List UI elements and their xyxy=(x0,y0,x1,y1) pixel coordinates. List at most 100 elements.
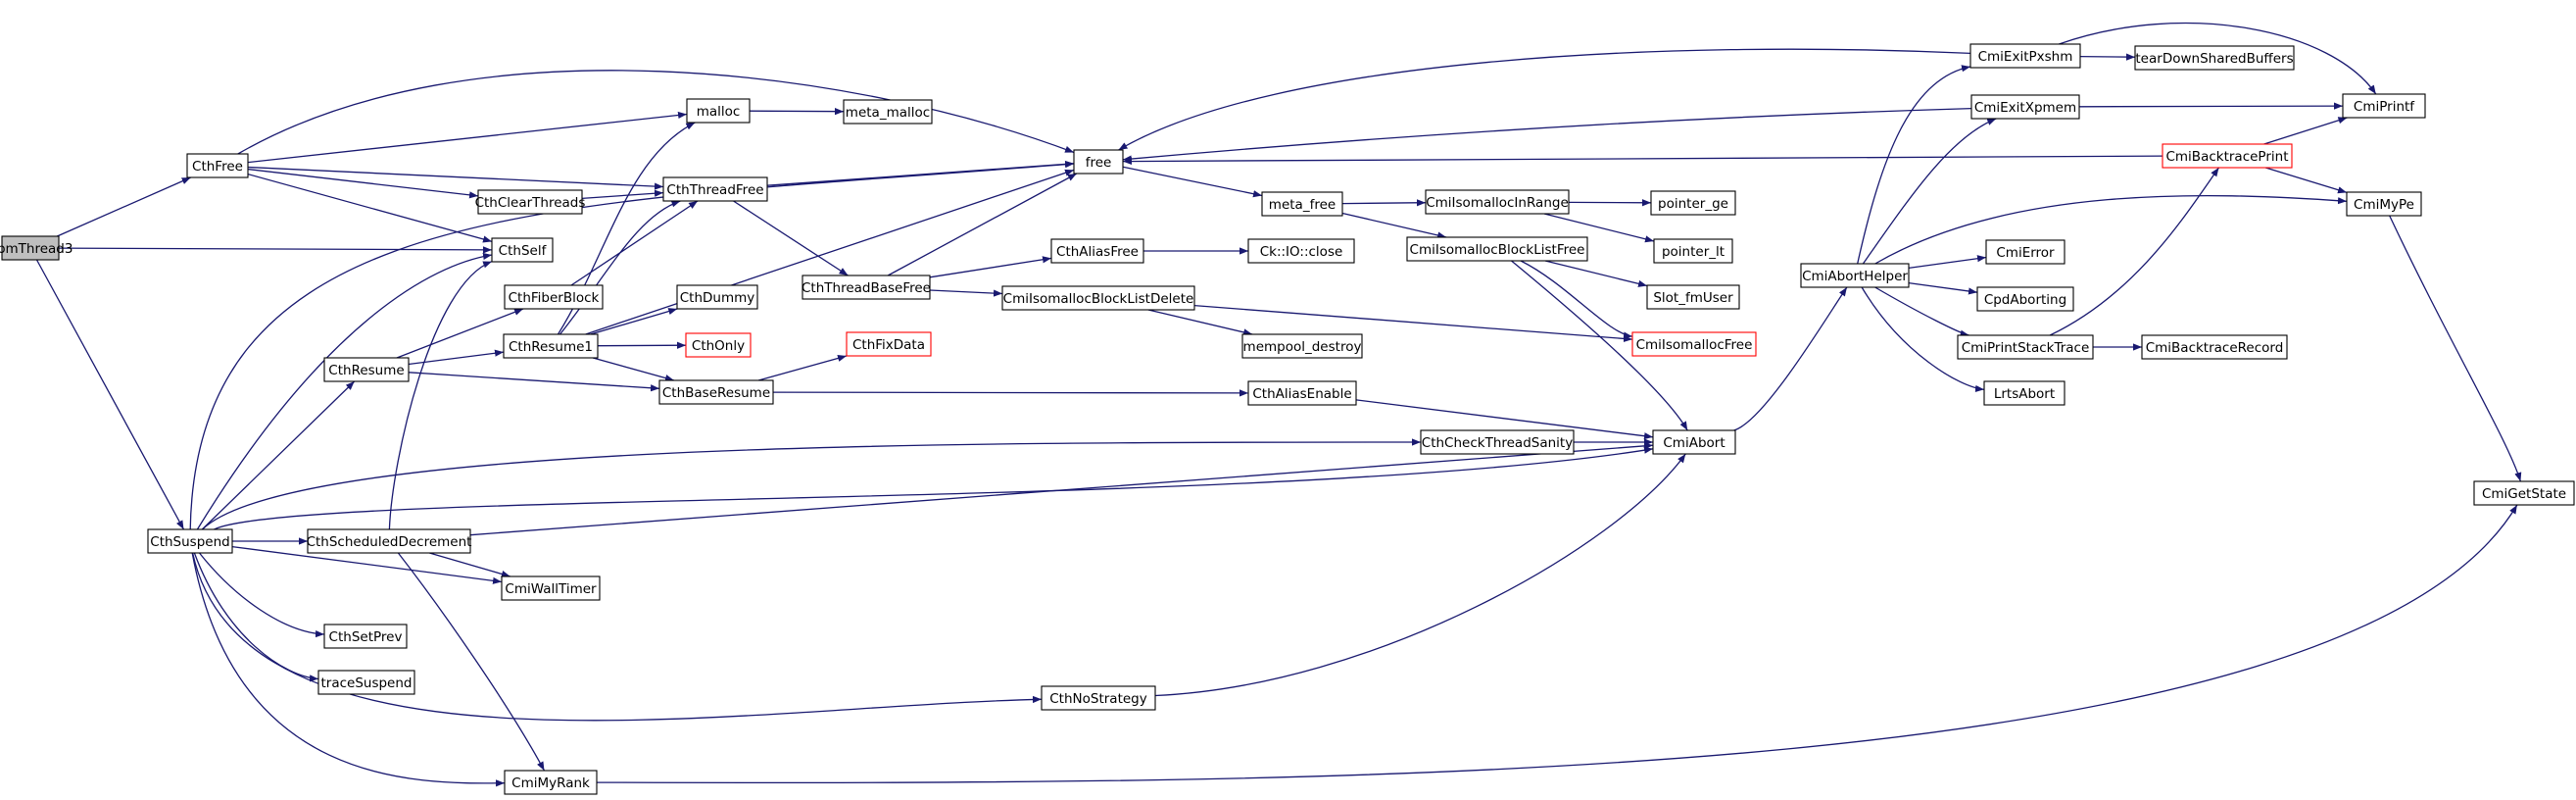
edge-cththreadbasefree-to-free xyxy=(887,173,1078,276)
node-cthsuspend[interactable]: CthSuspend xyxy=(147,528,233,554)
node-label-cmiisomallocfree: CmiIsomallocFree xyxy=(1636,337,1753,353)
node-label-free: free xyxy=(1086,155,1112,171)
node-cmigetstate[interactable]: CmiGetState xyxy=(2473,480,2575,506)
node-label-cthsuspend: CthSuspend xyxy=(150,534,229,550)
node-box-cthresume xyxy=(323,357,410,382)
node-label-slot-fmuser: Slot_fmUser xyxy=(1653,290,1733,306)
node-teardownsharedbuffers[interactable]: tearDownSharedBuffers xyxy=(2134,45,2295,71)
node-meta-free[interactable]: meta_free xyxy=(1261,191,1343,217)
node-cthbaseresume[interactable]: CthBaseResume xyxy=(658,379,774,405)
node-pointer-ge[interactable]: pointer_ge xyxy=(1650,190,1736,216)
node-cmiaborthelper[interactable]: CmiAbortHelper xyxy=(1800,263,1910,288)
node-label-malloc: malloc xyxy=(697,104,741,120)
edge-cthresume1-to-cthbaseresume xyxy=(592,357,675,382)
node-cthfixdata[interactable]: CthFixData xyxy=(846,331,932,357)
node-box-cthfree xyxy=(186,153,249,178)
node-box-cththreadbasefree xyxy=(802,275,931,300)
node-label-cththreadbasefree: CthThreadBaseFree xyxy=(802,280,931,296)
node-label-cthaliasfree: CthAliasFree xyxy=(1056,244,1139,260)
edge-cmiexitxpmem-to-free xyxy=(1122,107,1972,163)
node-cthaliasenable[interactable]: CthAliasEnable xyxy=(1247,380,1357,406)
node-label-mempool-destroy: mempool_destroy xyxy=(1243,339,1362,355)
node-cpdaborting[interactable]: CpdAborting xyxy=(1976,286,2074,312)
node-label-cthself: CthSelf xyxy=(499,243,548,259)
node-cmiabort[interactable]: CmiAbort xyxy=(1652,429,1736,455)
node-malloc[interactable]: malloc xyxy=(686,98,751,124)
edge-cthsuspend-to-cmiabort xyxy=(214,446,1654,530)
node-box-lrtsabort xyxy=(1983,380,2066,406)
edge-cthscheduleddecrement-to-cmiwalltimer xyxy=(429,552,510,577)
node-box-cmiwalltimer xyxy=(501,575,601,601)
edge-free-to-meta-free xyxy=(1122,166,1263,198)
edge-cthsuspend-to-cmimyrank xyxy=(191,552,506,787)
node-pointer-lt[interactable]: pointer_lt xyxy=(1653,238,1733,264)
edge-cthresume-to-cthbaseresume xyxy=(408,372,660,392)
node-cmimyrank[interactable]: CmiMyRank xyxy=(504,770,598,795)
node-cthfree[interactable]: CthFree xyxy=(186,153,249,178)
node-label-cthdummy: CthDummy xyxy=(680,290,755,306)
node-cmiisomallocinrange[interactable]: CmiIsomallocInRange xyxy=(1425,189,1570,215)
edge-cmiprintstacktrace-to-cmibacktraceprint xyxy=(2049,167,2220,336)
node-cthfiberblock[interactable]: CthFiberBlock xyxy=(504,284,604,310)
node-cmimype[interactable]: CmiMyPe xyxy=(2346,191,2422,217)
edge-cpmthread3-to-cthfree xyxy=(57,176,191,237)
node-label-cthfixdata: CthFixData xyxy=(852,337,925,353)
edge-cthscheduleddecrement-to-cmiabort xyxy=(469,442,1654,536)
node-cthaliasfree[interactable]: CthAliasFree xyxy=(1050,238,1144,264)
node-cmiprintstacktrace[interactable]: CmiPrintStackTrace xyxy=(1957,334,2094,360)
edge-cthsuspend-to-cthsetprev xyxy=(198,552,325,638)
node-cthself[interactable]: CthSelf xyxy=(491,237,554,263)
edge-cpmthread3-to-cthself xyxy=(58,246,493,254)
edge-cmibacktraceprint-to-cmimype xyxy=(2265,167,2348,194)
node-cthcheckthreadsanity[interactable]: CthCheckThreadSanity xyxy=(1420,429,1575,455)
node-label-cthsetprev: CthSetPrev xyxy=(329,629,403,645)
node-cthclearthreads[interactable]: CthClearThreads xyxy=(475,189,586,215)
node-cmiprintf[interactable]: CmiPrintf xyxy=(2342,93,2426,119)
node-cmiisomallocblocklistdelete[interactable]: CmiIsomallocBlockListDelete xyxy=(1001,285,1195,311)
node-cmierror[interactable]: CmiError xyxy=(1985,239,2066,265)
edge-cthfree-to-free xyxy=(237,70,1075,155)
node-cmibacktracerecord[interactable]: CmiBacktraceRecord xyxy=(2141,334,2288,360)
node-cthonly[interactable]: CthOnly xyxy=(685,332,752,358)
node-cththreadfree[interactable]: CthThreadFree xyxy=(662,176,768,202)
node-cththreadbasefree[interactable]: CthThreadBaseFree xyxy=(802,275,931,300)
node-box-cmiprintstacktrace xyxy=(1957,334,2094,360)
edge-meta-free-to-cmiisomallocinrange xyxy=(1341,199,1427,207)
node-label-cthfiberblock: CthFiberBlock xyxy=(509,290,600,306)
node-ckioclose[interactable]: Ck::IO::close xyxy=(1247,238,1355,264)
node-cmiisomallocfree[interactable]: CmiIsomallocFree xyxy=(1631,331,1757,357)
node-cthnostrategy[interactable]: CthNoStrategy xyxy=(1041,685,1156,711)
node-cmibacktraceprint[interactable]: CmiBacktracePrint xyxy=(2162,143,2293,169)
node-label-cmigetstate: CmiGetState xyxy=(2482,486,2566,502)
node-label-cthbaseresume: CthBaseResume xyxy=(662,385,770,401)
node-cpmthread3[interactable]: CpmThread3 xyxy=(0,235,73,261)
node-slot-fmuser[interactable]: Slot_fmUser xyxy=(1646,284,1740,310)
node-box-cthnostrategy xyxy=(1041,685,1156,711)
node-lrtsabort[interactable]: LrtsAbort xyxy=(1983,380,2066,406)
node-cthresume1[interactable]: CthResume1 xyxy=(503,333,599,359)
edge-cthsuspend-to-cmiwalltimer xyxy=(231,545,503,584)
node-cthresume[interactable]: CthResume xyxy=(323,357,410,382)
edge-cmiexitpxshm-to-teardownsharedbuffers xyxy=(2079,53,2136,61)
node-meta-malloc[interactable]: meta_malloc xyxy=(843,99,933,125)
node-cthscheduleddecrement[interactable]: CthScheduledDecrement xyxy=(307,528,472,554)
node-mempool-destroy[interactable]: mempool_destroy xyxy=(1241,333,1363,359)
node-cmiwalltimer[interactable]: CmiWallTimer xyxy=(501,575,601,601)
node-cmiexitpxshm[interactable]: CmiExitPxshm xyxy=(1969,43,2081,69)
node-box-cthself xyxy=(491,237,554,263)
node-box-cthfiberblock xyxy=(504,284,604,310)
edge-cmiisomallocinrange-to-pointer-lt xyxy=(1543,213,1655,243)
node-cthdummy[interactable]: CthDummy xyxy=(676,284,758,310)
edge-cthbaseresume-to-cthfixdata xyxy=(757,354,848,381)
node-box-cthfixdata xyxy=(846,331,932,357)
node-tracesuspend[interactable]: traceSuspend xyxy=(317,670,415,695)
node-label-cthaliasenable: CthAliasEnable xyxy=(1252,386,1351,402)
edge-cthfiberblock-to-cththreadfree xyxy=(570,200,699,286)
node-cmiexitxpmem[interactable]: CmiExitXpmem xyxy=(1970,94,2080,120)
node-cthsetprev[interactable]: CthSetPrev xyxy=(323,624,408,649)
edge-cthresume-to-cthfiberblock xyxy=(396,308,524,359)
node-cmiisomallocblocklistfree[interactable]: CmiIsomallocBlockListFree xyxy=(1406,236,1588,262)
node-free[interactable]: free xyxy=(1073,149,1124,175)
